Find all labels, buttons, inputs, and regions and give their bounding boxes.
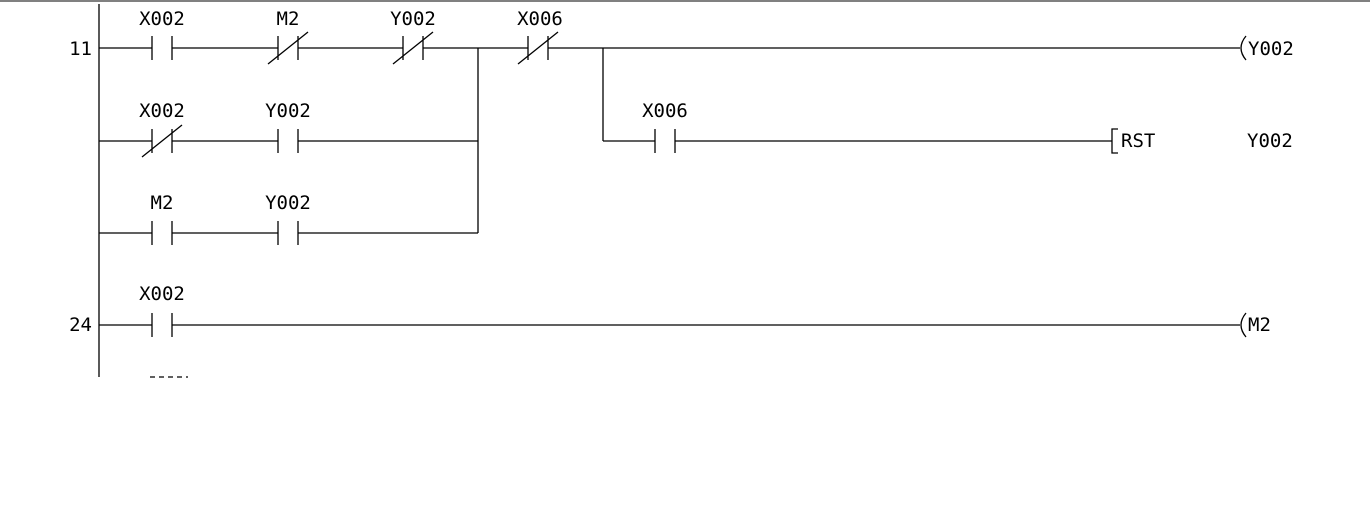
contact-nc-x002[interactable]: X002	[139, 100, 185, 158]
contact-label: X002	[139, 283, 185, 305]
contact-label: M2	[277, 8, 300, 30]
contact-nc-m2[interactable]: M2	[267, 8, 309, 65]
contact-label: Y002	[390, 8, 436, 30]
coil-operand: Y002	[1248, 38, 1294, 60]
contact-label: X006	[642, 100, 688, 122]
contact-label: X002	[139, 100, 185, 122]
contact-no-x002[interactable]: X002	[139, 283, 185, 337]
contact-label: Y002	[265, 100, 311, 122]
step-number-rung-2: 24	[69, 314, 92, 336]
contact-no-m2[interactable]: M2	[151, 192, 174, 245]
contact-label: Y002	[265, 192, 311, 214]
contact-no-x002[interactable]: X002	[139, 8, 185, 60]
contact-nc-y002[interactable]: Y002	[390, 8, 436, 65]
instruction-name: RST	[1121, 130, 1155, 152]
contact-label: M2	[151, 192, 174, 214]
contact-no-y002[interactable]: Y002	[265, 192, 311, 245]
instruction-operand: Y002	[1247, 130, 1293, 152]
contact-label: X006	[517, 8, 563, 30]
contact-label: X002	[139, 8, 185, 30]
output-coil-m2[interactable]: M2	[1240, 312, 1271, 338]
coil-operand: M2	[1248, 314, 1271, 336]
rst-instruction[interactable]: RST Y002	[1111, 128, 1293, 154]
step-number-rung-1: 11	[69, 38, 92, 60]
contact-no-x006[interactable]: X006	[642, 100, 688, 153]
contact-nc-x006[interactable]: X006	[517, 8, 563, 65]
output-coil-y002[interactable]: Y002	[1240, 35, 1294, 61]
window-top-border	[0, 0, 1370, 2]
contact-no-y002[interactable]: Y002	[265, 100, 311, 153]
